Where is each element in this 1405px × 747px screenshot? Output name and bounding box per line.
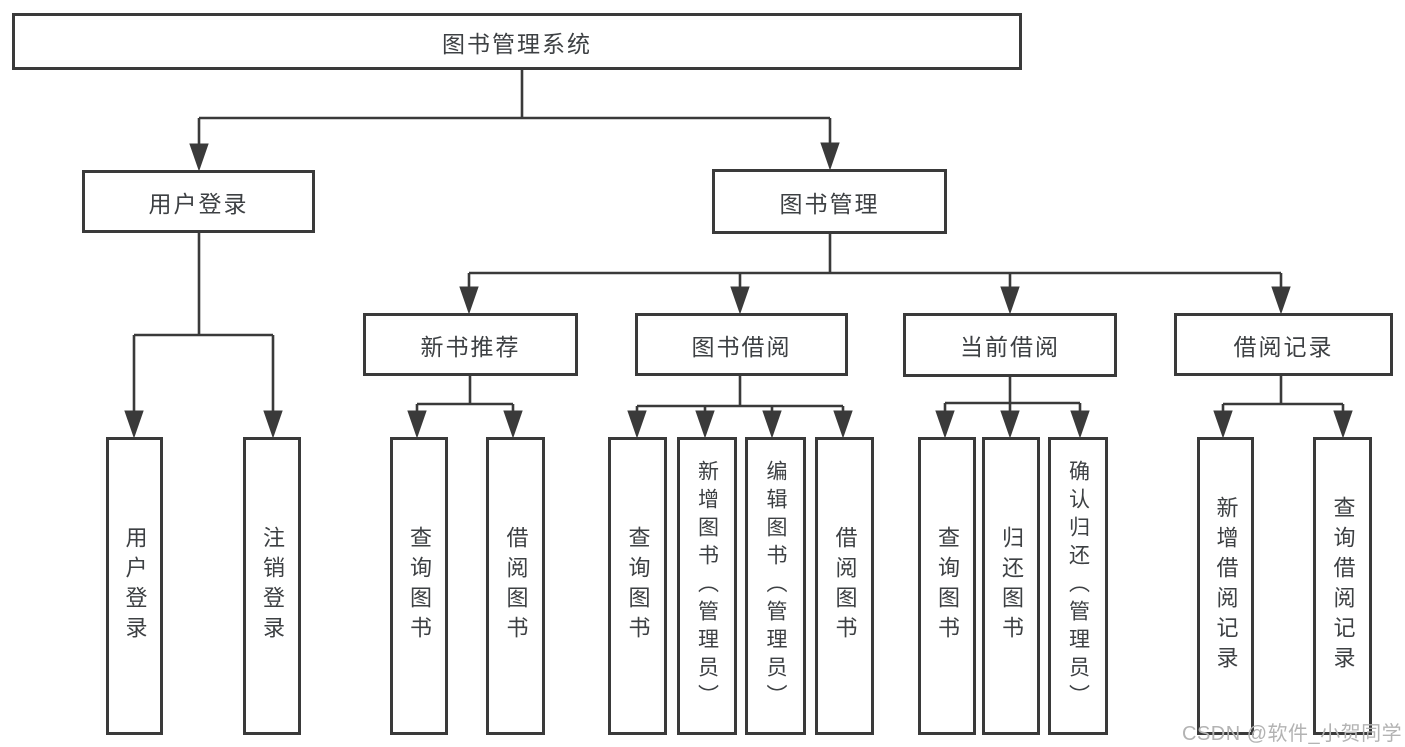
csdn-watermark: CSDN @软件_小贺同学 — [1182, 723, 1403, 745]
leaf-logout: 注销登录 — [243, 437, 301, 735]
leaf-borrow-books: 借阅图书 — [815, 437, 874, 735]
node-user-login: 用户登录 — [82, 170, 315, 233]
edge-current-borrow-to-leaves — [935, 377, 1090, 439]
leaf-user-login: 用户登录 — [106, 437, 163, 735]
leaf-query-books-recommend: 查询图书 — [390, 437, 448, 735]
node-current-borrow: 当前借阅 — [903, 313, 1117, 377]
node-borrow-records: 借阅记录 — [1174, 313, 1393, 376]
leaf-return-book: 归还图书 — [982, 437, 1040, 735]
edge-borrow-records-to-leaves — [1213, 376, 1353, 439]
leaf-borrow-books-recommend: 借阅图书 — [486, 437, 545, 735]
node-library-management-system: 图书管理系统 — [12, 13, 1022, 70]
edge-book-borrow-to-leaves — [627, 376, 853, 439]
node-new-book-recommend: 新书推荐 — [363, 313, 578, 376]
edge-new-book-recommend-to-leaves — [407, 376, 523, 439]
leaf-query-borrow-record: 查询借阅记录 — [1313, 437, 1372, 735]
leaf-add-book-admin: 新增图书（管理员） — [677, 437, 737, 735]
leaf-confirm-return-admin: 确认归还（管理员） — [1048, 437, 1108, 735]
leaf-query-books-current: 查询图书 — [918, 437, 976, 735]
edge-system-to-level2 — [189, 70, 840, 172]
node-book-borrow: 图书借阅 — [635, 313, 848, 376]
edge-book-management-to-level3 — [459, 234, 1291, 315]
leaf-add-borrow-record: 新增借阅记录 — [1197, 437, 1254, 735]
edge-user-login-to-leaves — [124, 233, 283, 439]
node-book-management: 图书管理 — [712, 169, 947, 234]
leaf-edit-book-admin: 编辑图书（管理员） — [745, 437, 806, 735]
leaf-query-books-borrow: 查询图书 — [608, 437, 667, 735]
